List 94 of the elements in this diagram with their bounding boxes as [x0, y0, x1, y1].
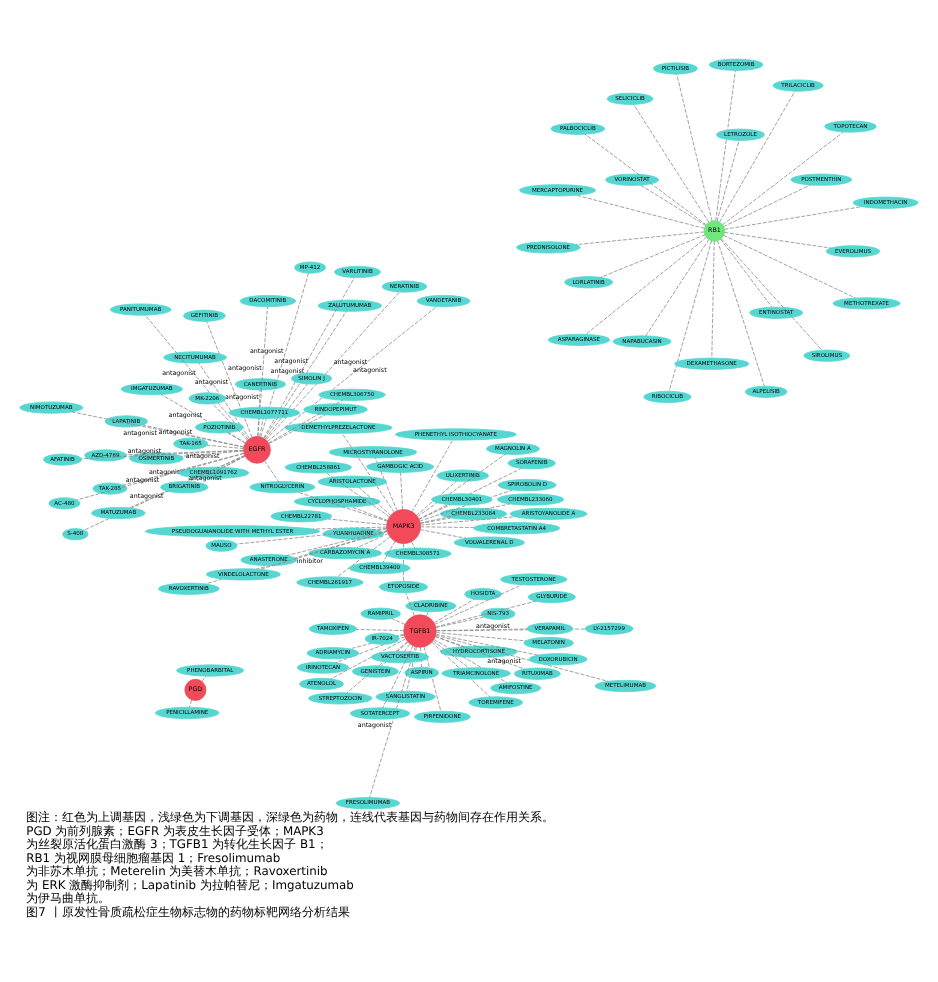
connector [223, 455, 246, 468]
connector [377, 528, 388, 531]
connector [259, 531, 388, 570]
connector [264, 460, 279, 482]
connector [403, 543, 404, 582]
connector [419, 517, 452, 524]
connector [206, 444, 244, 449]
connector [404, 643, 411, 652]
connector [144, 314, 249, 440]
connector [433, 598, 475, 624]
connector [633, 104, 710, 223]
connector [341, 432, 395, 513]
connector [723, 234, 856, 299]
connector [356, 629, 404, 631]
connector [411, 541, 416, 549]
connector [263, 311, 347, 439]
connector [435, 600, 537, 628]
connector [180, 450, 244, 457]
connector [125, 449, 244, 456]
connector [576, 194, 705, 229]
connector [227, 432, 246, 444]
connector [356, 533, 389, 549]
connector [374, 457, 398, 512]
connector [391, 618, 406, 625]
connector [436, 628, 528, 632]
connector [711, 240, 715, 359]
connector [263, 277, 355, 439]
connector [411, 439, 454, 513]
connector [420, 646, 422, 668]
connector [201, 675, 207, 682]
connector [645, 239, 710, 337]
connector [382, 540, 396, 563]
connector [257, 389, 261, 437]
connector [423, 646, 442, 712]
connector [212, 403, 249, 441]
connector [351, 506, 389, 522]
connector [268, 399, 343, 444]
connector [369, 646, 416, 798]
connector [600, 234, 706, 278]
connector [716, 140, 740, 222]
connector [575, 231, 705, 246]
connector [420, 516, 516, 526]
connector [257, 306, 268, 437]
connector [720, 238, 773, 308]
connector [435, 616, 485, 628]
connector [259, 418, 264, 437]
connector [640, 184, 706, 226]
connector [722, 131, 844, 226]
connector [676, 73, 713, 222]
connector [721, 238, 823, 351]
connector [396, 633, 405, 637]
connector [435, 632, 527, 642]
connector [188, 699, 193, 708]
connector [267, 306, 437, 442]
connector [416, 480, 457, 516]
connector [717, 240, 765, 387]
connector [327, 518, 388, 526]
connector [382, 645, 414, 709]
connector [406, 646, 417, 692]
connector [335, 636, 405, 663]
connector [724, 232, 832, 249]
connector [419, 529, 467, 539]
connector [426, 611, 429, 617]
connector [418, 504, 451, 520]
connector [264, 383, 308, 440]
connector [433, 639, 508, 684]
connector [723, 184, 811, 227]
connector [432, 640, 470, 669]
connector [724, 206, 863, 230]
connector [268, 414, 326, 444]
connector [129, 455, 246, 509]
connector [585, 236, 707, 335]
connector [420, 526, 475, 528]
connector [260, 273, 309, 438]
connector [431, 641, 491, 698]
connector [83, 455, 246, 531]
connector [325, 472, 390, 518]
connector [312, 526, 387, 530]
connector [206, 321, 253, 438]
connector [265, 291, 400, 440]
connector [286, 530, 388, 556]
connector [584, 133, 707, 226]
connector [358, 487, 392, 516]
connector [405, 592, 415, 617]
connector [719, 90, 796, 223]
connector [346, 641, 408, 694]
connector [668, 240, 712, 392]
connector [337, 536, 391, 578]
connector [434, 636, 525, 670]
connector [381, 641, 409, 667]
connector [400, 472, 404, 510]
connector [198, 362, 250, 439]
connector [715, 70, 736, 222]
connector [297, 491, 388, 522]
